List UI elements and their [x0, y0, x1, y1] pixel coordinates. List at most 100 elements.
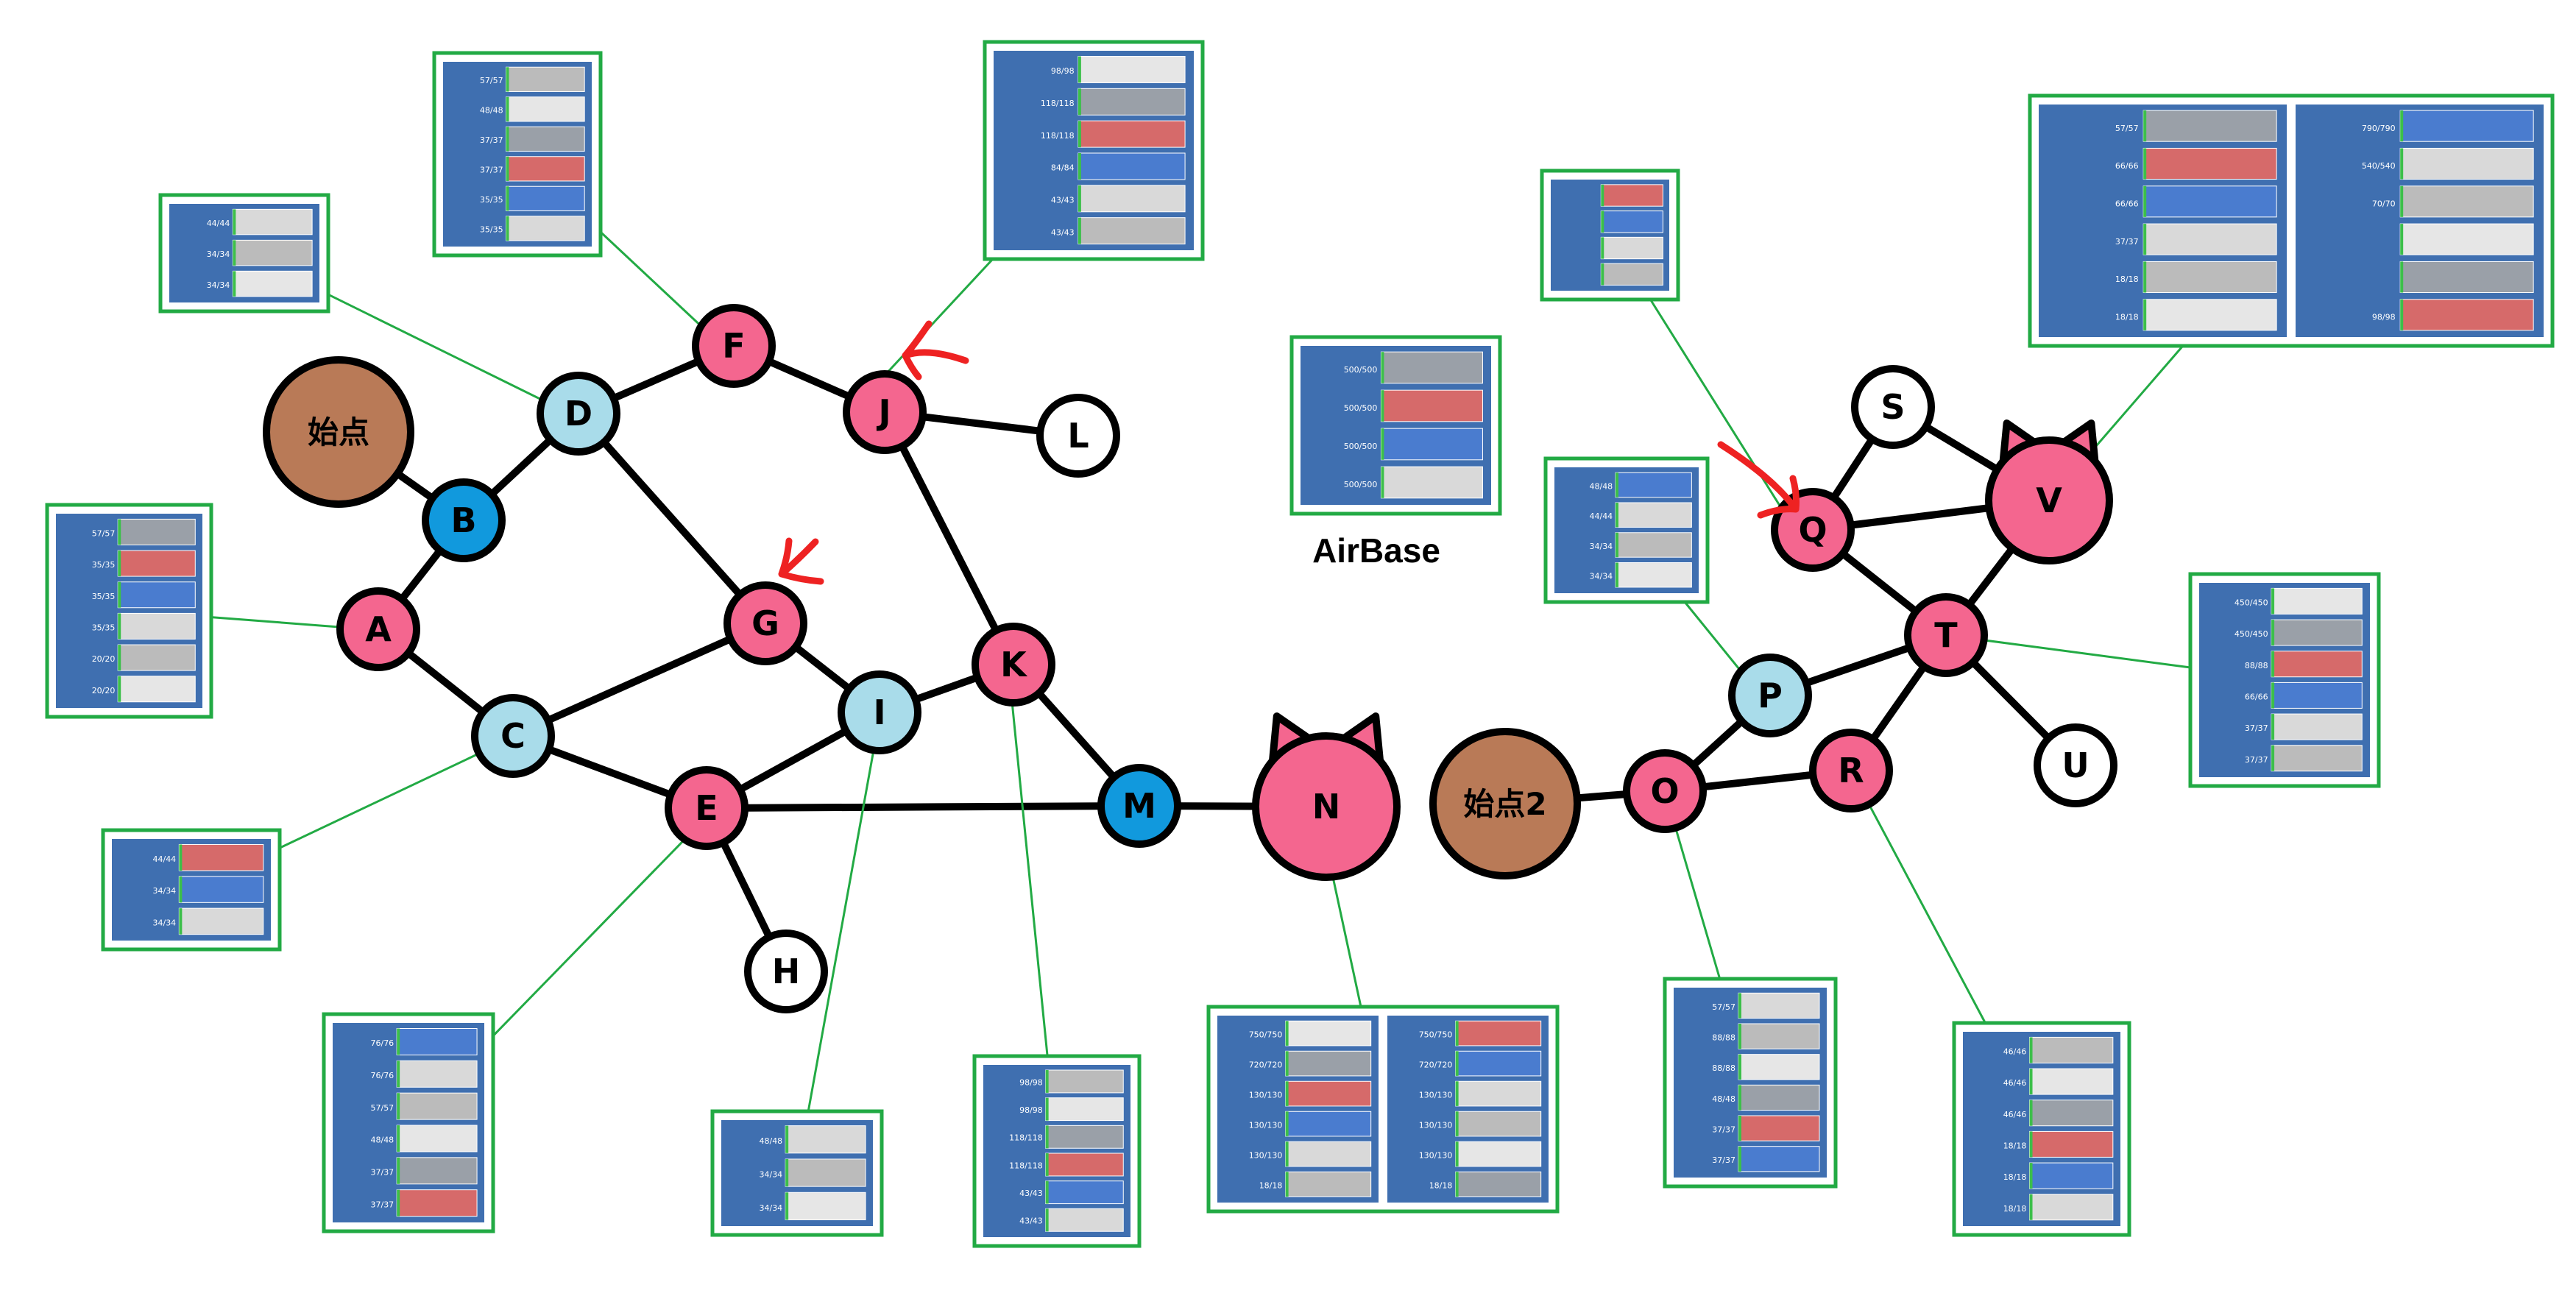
ship-hp-text: 500/500	[1344, 480, 1378, 489]
hp-bar	[1045, 1097, 1049, 1121]
node-g[interactable]: G	[723, 581, 807, 665]
node-f[interactable]: F	[692, 304, 776, 388]
node-n[interactable]: N	[1252, 712, 1401, 881]
node-o[interactable]: O	[1623, 749, 1707, 833]
node-h[interactable]: H	[744, 930, 828, 1013]
ship-hp-text: 500/500	[1344, 403, 1378, 413]
hp-bar	[1078, 217, 1081, 244]
ship-card	[1600, 263, 1663, 286]
fleet-ship-row: 43/43	[1051, 185, 1186, 213]
fleet-ship-row: 20/20	[92, 676, 196, 703]
node-m[interactable]: M	[1097, 764, 1181, 848]
node-j[interactable]: J	[843, 370, 927, 454]
ship-hp-text: 34/34	[152, 886, 176, 896]
hp-bar	[118, 519, 121, 545]
node-t[interactable]: T	[1904, 593, 1988, 677]
ship-hp-text: 98/98	[1019, 1077, 1043, 1087]
node-a[interactable]: A	[336, 587, 420, 671]
start2-node[interactable]: 始点2	[1429, 728, 1581, 879]
ship-card	[1045, 1153, 1124, 1177]
ship-hp-text: 66/66	[2115, 161, 2139, 171]
fleet-ship-row: 57/57	[370, 1092, 478, 1120]
fleet-ship-row: 48/48	[1712, 1084, 1820, 1111]
node-circle	[1904, 593, 1988, 677]
ship-hp-text: 35/35	[480, 225, 503, 235]
hp-bar	[1078, 153, 1081, 180]
ship-card	[1285, 1050, 1372, 1077]
node-label: P	[1758, 676, 1783, 715]
node-v[interactable]: V	[1985, 419, 2113, 564]
ship-card	[1078, 217, 1186, 245]
ship-hp-text: 48/48	[1589, 481, 1613, 491]
node-b[interactable]: B	[422, 478, 506, 562]
hp-bar	[2143, 261, 2147, 293]
ship-card	[1455, 1080, 1542, 1107]
fleet-ship-row	[2399, 223, 2534, 255]
hp-bar	[1738, 1024, 1741, 1049]
fleet-ship-row: 37/37	[480, 156, 585, 182]
start-node[interactable]: 始点	[263, 356, 414, 508]
ship-card	[2271, 587, 2363, 615]
hp-bar	[397, 1157, 400, 1184]
ship-card	[505, 185, 585, 211]
ship-card	[1380, 389, 1483, 422]
fleet-ship-row: 48/48	[480, 96, 585, 122]
ship-card	[1738, 1023, 1820, 1049]
hp-bar	[118, 613, 121, 640]
node-p[interactable]: P	[1728, 654, 1812, 737]
fleet-ship-row	[1600, 184, 1663, 207]
ship-card	[1455, 1141, 1542, 1167]
fleet-ship-row: 88/88	[1712, 1054, 1820, 1080]
ship-hp-text: 20/20	[92, 654, 116, 664]
hp-bar	[233, 271, 236, 297]
fleet-panel-v[interactable]: 57/5766/6666/6637/3718/1818/18790/790540…	[2028, 93, 2555, 348]
start-label: 始点	[308, 414, 369, 450]
node-label: F	[722, 326, 745, 366]
ship-hp-text: 66/66	[2245, 692, 2268, 701]
node-r[interactable]: R	[1809, 729, 1893, 812]
ship-hp-text: 88/88	[1712, 1063, 1735, 1073]
node-d[interactable]: D	[537, 372, 620, 456]
node-u[interactable]: U	[2034, 723, 2117, 807]
hp-bar	[2029, 1069, 2033, 1095]
node-s[interactable]: S	[1851, 365, 1935, 449]
node-e[interactable]: E	[665, 766, 749, 850]
fleet-ship-row: 35/35	[92, 612, 196, 640]
fleet-ship-row: 18/18	[2003, 1162, 2114, 1189]
fleet-ship-row: 34/34	[1589, 532, 1692, 558]
node-q[interactable]: Q	[1771, 488, 1855, 572]
hp-bar	[1738, 1146, 1741, 1172]
node-label: H	[772, 952, 801, 991]
ship-card	[1380, 428, 1483, 461]
ship-card	[1285, 1080, 1372, 1107]
node-c[interactable]: C	[471, 694, 555, 778]
ship-hp-text: 35/35	[480, 195, 503, 205]
fleet-panel-n[interactable]: 750/750720/720130/130130/130130/13018/18…	[1206, 1005, 1560, 1214]
hp-bar	[2271, 651, 2275, 677]
node-k[interactable]: K	[972, 623, 1055, 707]
fleet-ship-row: 66/66	[2245, 681, 2363, 709]
ship-hp-text: 37/37	[480, 166, 503, 175]
ship-card	[1600, 210, 1663, 233]
hp-bar	[2143, 148, 2147, 180]
fleet-ship-row: 37/37	[370, 1157, 478, 1185]
node-label: Q	[1798, 510, 1827, 550]
hp-bar	[1455, 1172, 1459, 1197]
fleet-panel-q[interactable]	[1540, 169, 1680, 302]
ship-hp-text: 37/37	[1712, 1125, 1735, 1135]
node-l[interactable]: L	[1036, 394, 1120, 478]
node-i[interactable]: I	[838, 670, 921, 754]
